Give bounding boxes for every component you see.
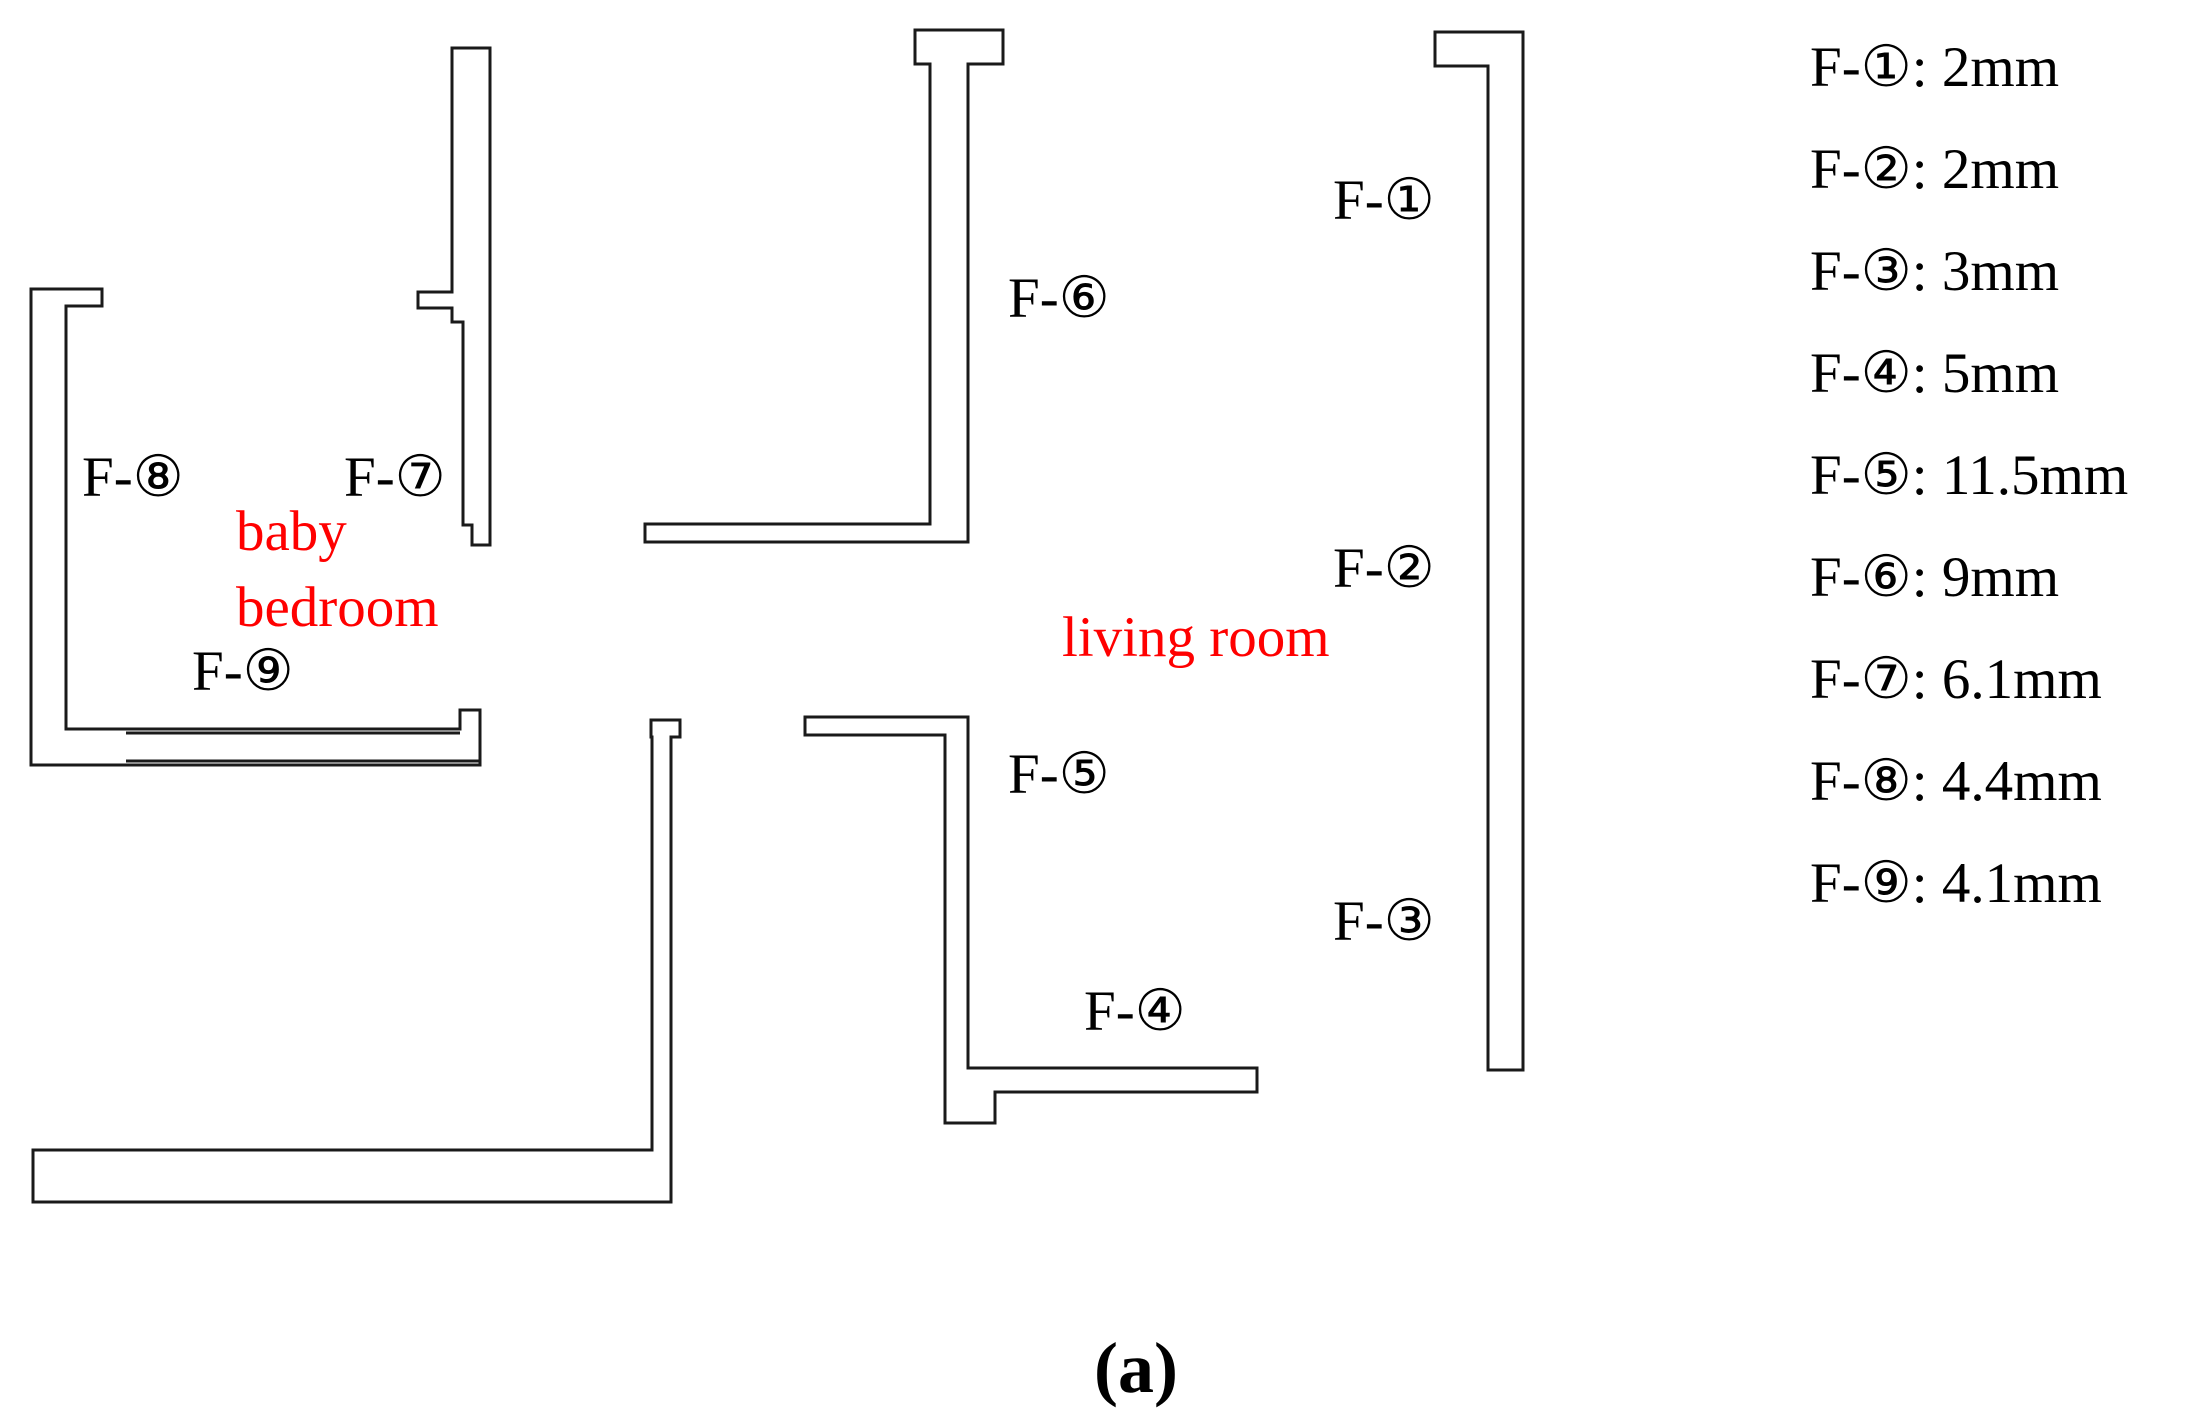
wall-center-top-l (643, 28, 1005, 544)
legend-item-f1: F-①: 2mm (1810, 36, 2059, 99)
room-label-bedroom: bedroom (236, 576, 439, 639)
legend-item-f5: F-⑤: 11.5mm (1810, 444, 2128, 507)
fault-label-f1: F-① (1333, 169, 1435, 232)
legend-item-f2: F-②: 2mm (1810, 138, 2059, 201)
legend-item-f8: F-⑧: 4.4mm (1810, 750, 2102, 813)
fault-label-f3: F-③ (1333, 890, 1435, 953)
fault-label-f7: F-⑦ (344, 446, 446, 509)
fault-label-f4: F-④ (1084, 980, 1186, 1043)
wall-bedroom-u (29, 287, 482, 767)
room-label-baby: baby (236, 500, 347, 563)
fault-label-f6: F-⑥ (1008, 267, 1110, 330)
fault-label-f8: F-⑧ (82, 446, 184, 509)
fault-label-f9: F-⑨ (192, 640, 294, 703)
figure-caption: (a) (1094, 1328, 1178, 1408)
legend-item-f9: F-⑨: 4.1mm (1810, 852, 2102, 915)
wall-bedroom-right-partition (416, 46, 492, 547)
room-label-living-room: living room (1062, 606, 1330, 669)
wall-bottom-left-l (31, 718, 682, 1204)
fault-label-f5: F-⑤ (1008, 743, 1110, 806)
wall-center-bottom-l (803, 715, 1259, 1125)
legend-item-f7: F-⑦: 6.1mm (1810, 648, 2102, 711)
legend: F-①: 2mm F-②: 2mm F-③: 3mm F-④: 5mm F-⑤:… (1810, 36, 2128, 915)
legend-item-f3: F-③: 3mm (1810, 240, 2059, 303)
legend-item-f6: F-⑥: 9mm (1810, 546, 2059, 609)
wall-right-vertical (1433, 30, 1525, 1072)
legend-item-f4: F-④: 5mm (1810, 342, 2059, 405)
fault-label-f2: F-② (1333, 537, 1435, 600)
